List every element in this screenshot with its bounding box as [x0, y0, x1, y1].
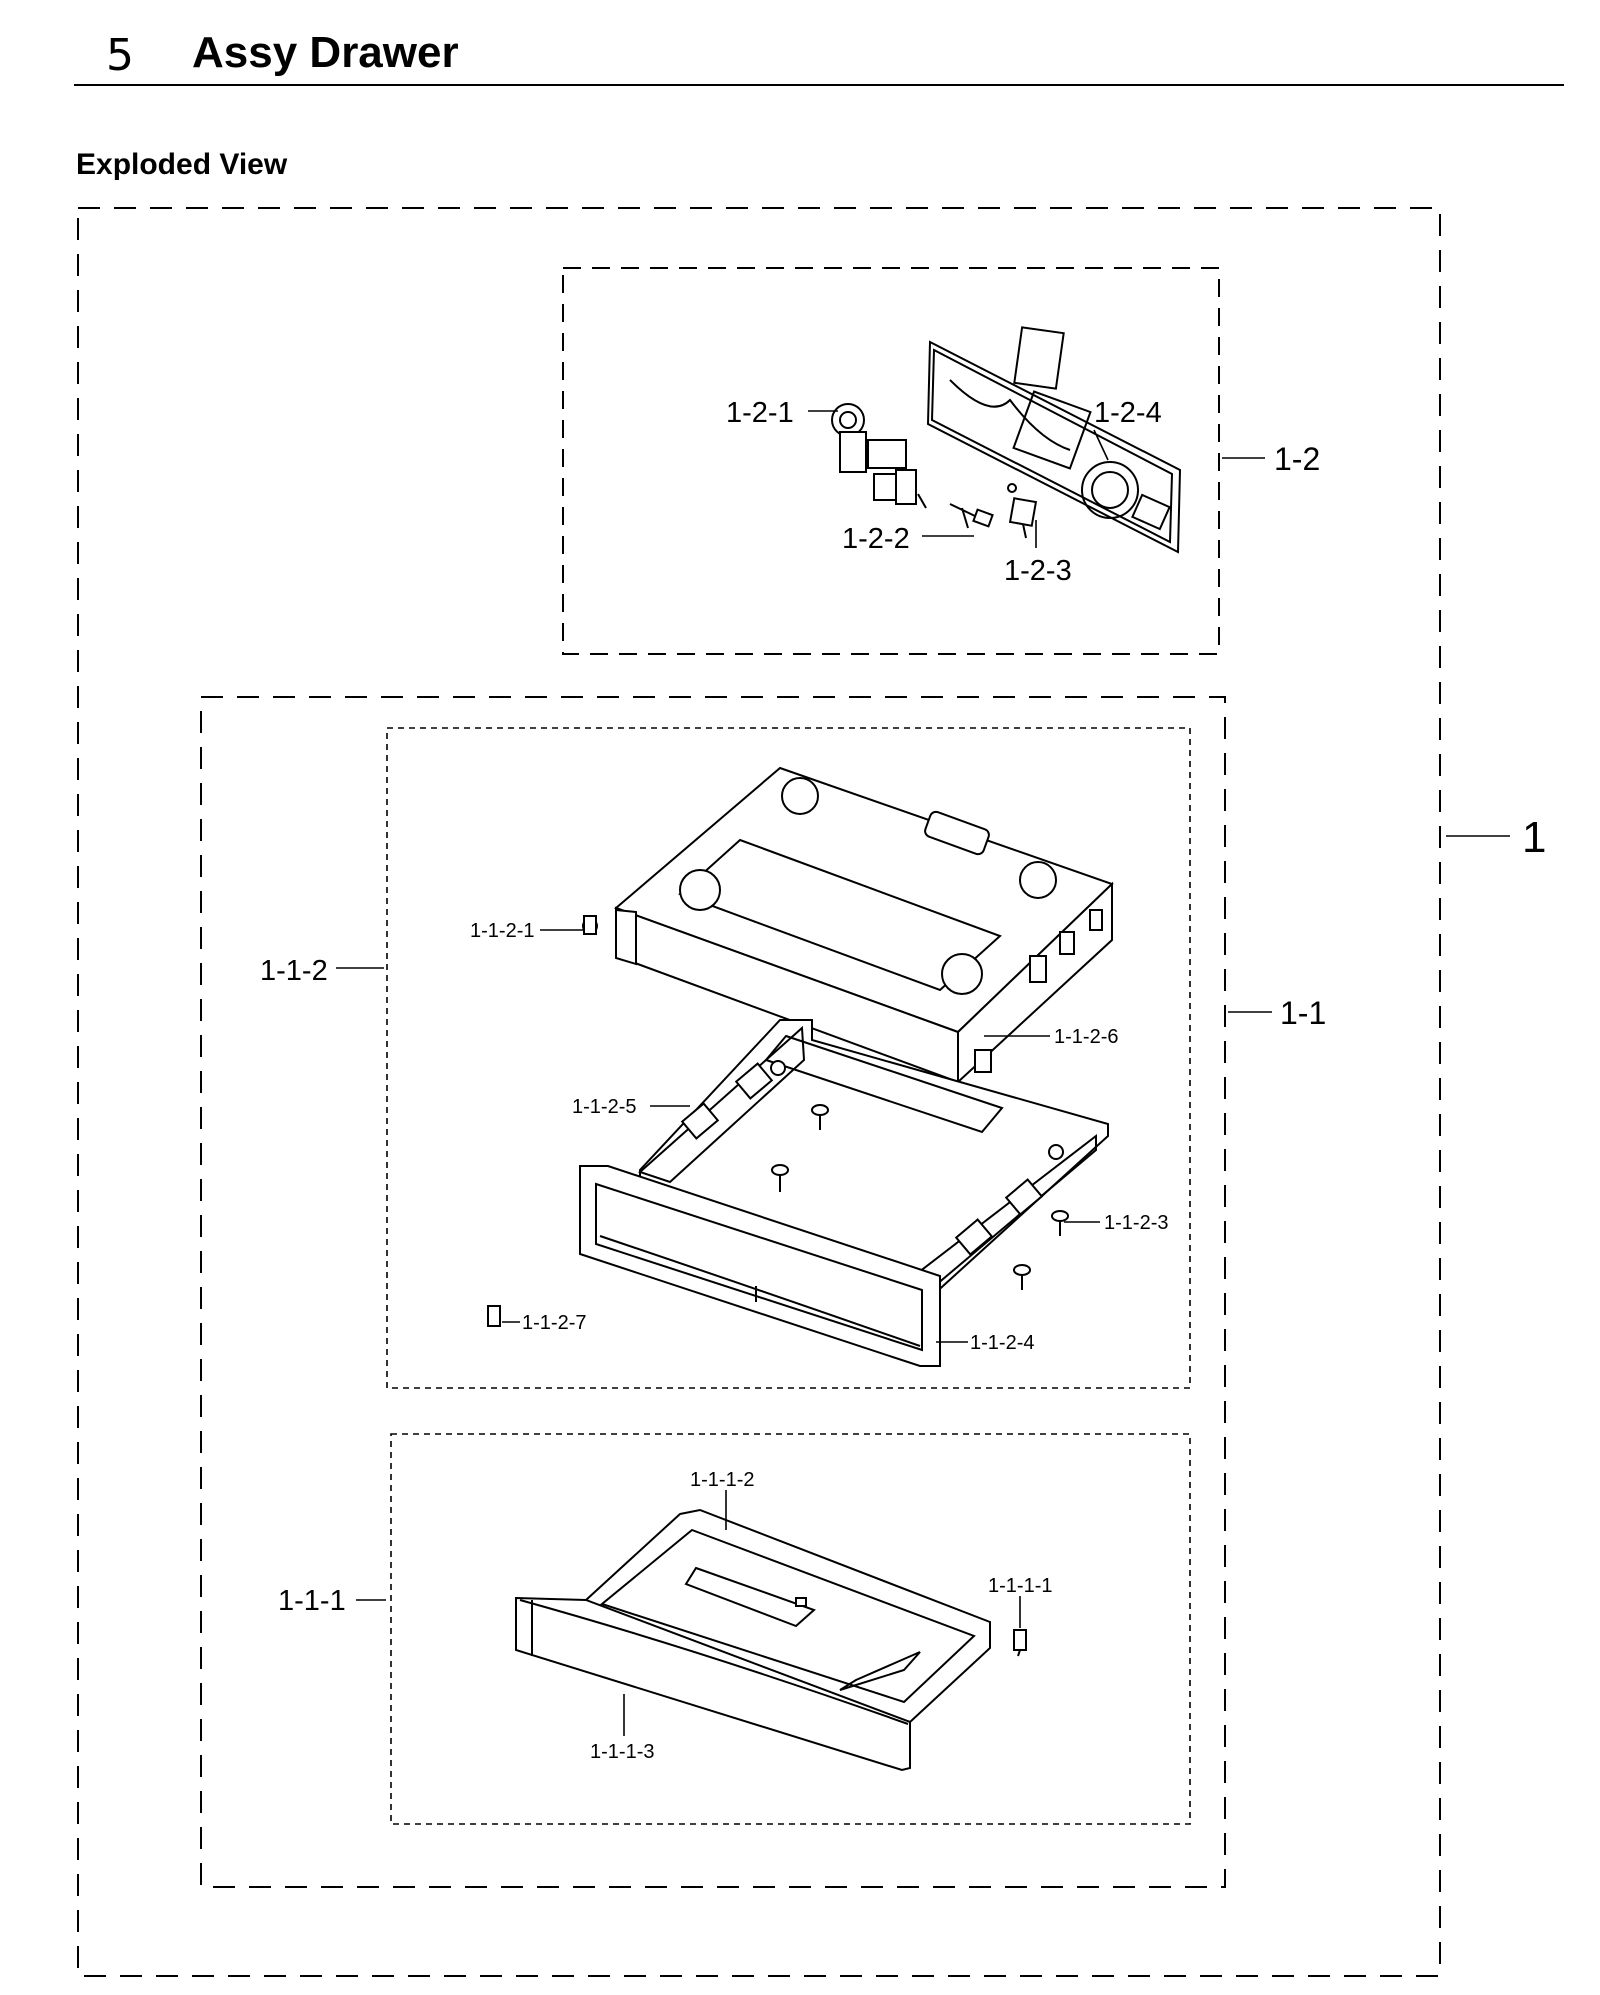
- assembly-box-1-2: [562, 267, 1220, 655]
- page-header: 5 Assy Drawer: [74, 22, 1564, 86]
- leaders-1-1-2: [336, 929, 1272, 1343]
- part-1-1-2-4-front-frame: [579, 1165, 941, 1367]
- part-cabinet-top: [614, 766, 1114, 1085]
- assembly-box-1-1: [200, 696, 1226, 1888]
- page-title: Assy Drawer: [192, 28, 459, 77]
- part-1-1-1-1-clip: [1013, 1629, 1027, 1657]
- assembly-box-1: [77, 207, 1441, 1977]
- callout-1: 1: [1522, 813, 1546, 862]
- part-screws: [487, 915, 1069, 1327]
- callout-1-1-2-6: 1-1-2-6: [1054, 1026, 1118, 1048]
- part-1-2-3-connector: [1007, 483, 1038, 539]
- callout-1-1-2-1: 1-1-2-1: [470, 920, 534, 942]
- callout-1-1-2-7: 1-1-2-7: [522, 1312, 586, 1334]
- callout-1-1-2: 1-1-2: [260, 955, 328, 987]
- callout-1-2-1: 1-2-1: [726, 397, 794, 429]
- callout-1-1-1: 1-1-1: [278, 1585, 346, 1617]
- callout-1-2-3: 1-2-3: [1004, 555, 1072, 587]
- part-control-bracket: [926, 326, 1182, 554]
- callout-1-1-1-1: 1-1-1-1: [988, 1575, 1052, 1597]
- section-number: 5: [106, 30, 134, 81]
- callout-1-1-1-3: 1-1-1-3: [590, 1741, 654, 1763]
- callout-1-2-2: 1-2-2: [842, 523, 910, 555]
- section-subtitle: Exploded View: [76, 148, 288, 181]
- callout-1-1-2-3: 1-1-2-3: [1104, 1212, 1168, 1234]
- callout-1-1-2-5: 1-1-2-5: [572, 1096, 636, 1118]
- callout-1-2-4: 1-2-4: [1094, 397, 1162, 429]
- assembly-box-1-1-2: [386, 727, 1191, 1389]
- callout-1-2: 1-2: [1274, 441, 1320, 477]
- leaders-1-2: [808, 410, 1265, 548]
- part-1-1-1-drawer: [515, 1508, 991, 1772]
- leaders-1-1-1: [356, 835, 1510, 1736]
- assembly-box-1-1-1: [390, 1433, 1191, 1825]
- callout-1-1: 1-1: [1280, 995, 1326, 1031]
- part-1-2-2-sensor: [949, 503, 994, 529]
- callout-1-1-2-4: 1-1-2-4: [970, 1332, 1034, 1354]
- part-1-2-1-valve: [831, 403, 927, 509]
- callout-1-1-1-2: 1-1-1-2: [690, 1469, 754, 1491]
